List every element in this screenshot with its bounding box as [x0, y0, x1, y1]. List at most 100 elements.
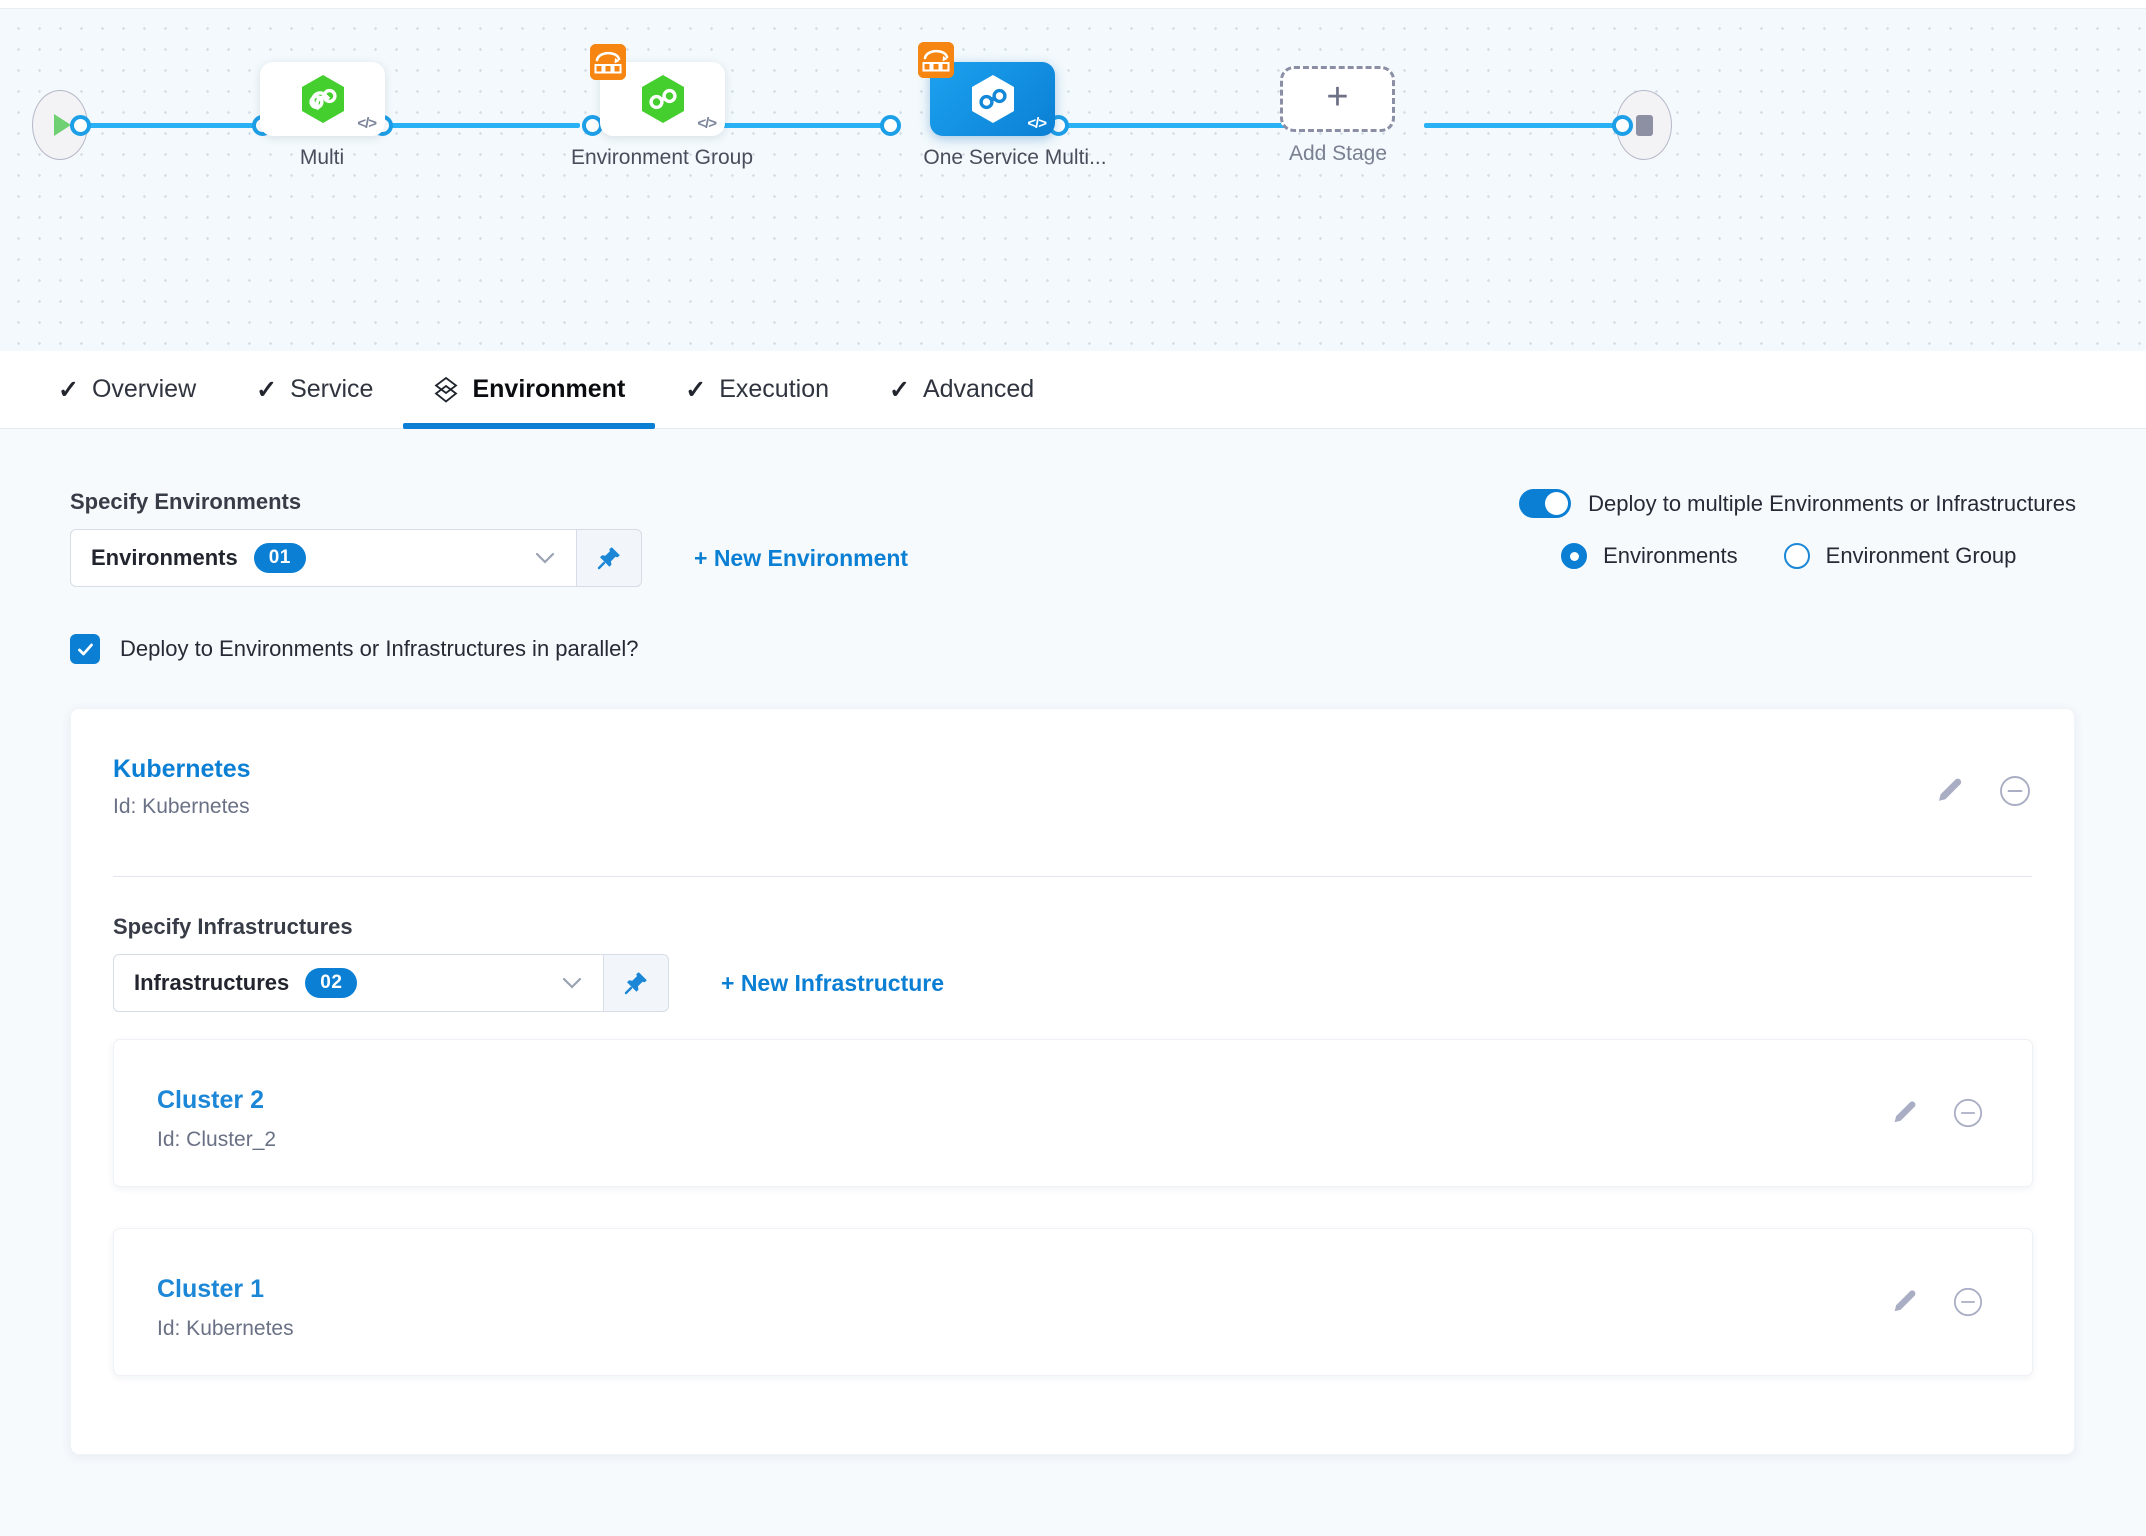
layers-icon	[434, 376, 458, 403]
pencil-icon[interactable]	[1889, 1098, 1919, 1128]
radio-environment-group[interactable]	[1783, 543, 1810, 569]
top-window-strip	[0, 0, 2146, 9]
infrastructure-id-text: Id: Cluster_2	[157, 1128, 277, 1151]
port-dot	[70, 115, 91, 136]
deploy-multiple-toggle-row[interactable]: Deploy to multiple Environments or Infra…	[1519, 489, 2076, 518]
tab-label: Execution	[719, 375, 830, 403]
environment-type-radio-group[interactable]: Environments Environment Group	[1519, 543, 2076, 569]
port-dot	[1612, 115, 1633, 136]
stop-icon	[1635, 114, 1653, 136]
environment-id-text: Id: Kubernetes	[113, 795, 250, 818]
check-icon: ✓	[685, 375, 707, 404]
environment-panel: Specify Environments Environments 01 + N…	[0, 429, 2146, 1536]
card-divider	[113, 876, 2032, 877]
specify-environments-label: Specify Environments	[70, 489, 302, 514]
tab-label: Environment	[472, 375, 626, 403]
pipeline-canvas[interactable]: </> Multi </> Environment Group	[0, 10, 2146, 351]
stage-tab-bar[interactable]: ✓ Overview ✓ Service Environment ✓ Execu…	[0, 351, 2146, 429]
environment-card: Kubernetes Id: Kubernetes Specify Infras…	[70, 708, 2075, 1455]
tab-advanced[interactable]: ✓ Advanced	[859, 351, 1064, 428]
radio-environments[interactable]	[1561, 543, 1588, 569]
pin-icon	[597, 547, 620, 570]
code-icon[interactable]: </>	[357, 115, 377, 132]
infrastructure-name-link[interactable]: Cluster 2	[157, 1086, 264, 1114]
stage-node-environment-group[interactable]: </>	[590, 44, 725, 136]
environments-select[interactable]: Environments 01	[70, 529, 576, 587]
pin-environments-button[interactable]	[576, 529, 642, 587]
deployment-hexagon-icon	[971, 75, 1014, 123]
radio-environment-group-label: Environment Group	[1825, 543, 2017, 568]
code-icon[interactable]: </>	[1027, 115, 1047, 132]
stage-label-one-service-multi: One Service Multi...	[923, 146, 1107, 169]
tab-service[interactable]: ✓ Service	[226, 351, 403, 428]
circle-minus-icon[interactable]	[1998, 774, 2032, 808]
connector-line	[694, 123, 889, 128]
stage-node-multi[interactable]: </>	[260, 62, 385, 136]
check-icon: ✓	[889, 375, 910, 404]
infrastructures-count-badge: 02	[305, 968, 358, 998]
environments-select-group[interactable]: Environments 01 + New Environment	[70, 529, 2076, 587]
pencil-icon[interactable]	[1889, 1287, 1919, 1317]
infrastructures-select[interactable]: Infrastructures 02	[113, 954, 603, 1012]
parallel-deploy-row[interactable]: Deploy to Environments or Infrastructure…	[70, 634, 638, 664]
environments-count-badge: 01	[253, 543, 306, 573]
play-icon	[54, 114, 71, 136]
chevron-down-icon	[535, 552, 555, 564]
environment-card-actions	[1933, 774, 2032, 808]
tab-label: Service	[290, 375, 374, 403]
infrastructure-card: Cluster 1 Id: Kubernetes	[113, 1228, 2033, 1376]
add-stage-button[interactable]: +	[1280, 66, 1395, 132]
tab-overview[interactable]: ✓ Overview	[28, 351, 226, 428]
stage-label-environment-group: Environment Group	[570, 146, 754, 169]
deploy-multiple-toggle[interactable]	[1519, 489, 1572, 518]
deploy-multiple-label: Deploy to multiple Environments or Infra…	[1588, 490, 2076, 516]
add-stage-label: Add Stage	[1288, 142, 1388, 165]
tab-label: Advanced	[922, 375, 1035, 403]
pin-infrastructures-button[interactable]	[603, 954, 669, 1012]
connector-line	[1000, 123, 1290, 128]
new-environment-link[interactable]: + New Environment	[694, 544, 909, 571]
port-dot	[880, 115, 901, 136]
specify-infrastructures-label: Specify Infrastructures	[113, 914, 353, 939]
connector-line	[380, 123, 580, 128]
infrastructure-id-text: Id: Kubernetes	[157, 1317, 294, 1340]
parallel-deploy-checkbox[interactable]	[70, 634, 100, 664]
check-icon	[77, 643, 93, 655]
circle-minus-icon[interactable]	[1952, 1286, 1984, 1318]
environment-card-header: Kubernetes Id: Kubernetes	[113, 755, 251, 819]
connector-line	[78, 123, 268, 128]
check-icon: ✓	[58, 375, 79, 404]
infrastructures-select-group[interactable]: Infrastructures 02 + New Infrastructure	[113, 954, 944, 1012]
deployment-hexagon-icon	[641, 75, 684, 123]
new-infrastructure-link[interactable]: + New Infrastructure	[721, 969, 945, 996]
infrastructure-card: Cluster 2 Id: Cluster_2	[113, 1039, 2033, 1187]
pipeline-end-node[interactable]	[1616, 90, 1672, 160]
tab-execution[interactable]: ✓ Execution	[655, 351, 859, 428]
matrix-deployment-icon	[918, 42, 954, 78]
environments-select-value: Environments	[91, 545, 238, 570]
plus-icon: +	[1326, 76, 1349, 118]
infrastructure-card-actions	[1889, 1286, 1984, 1318]
stage-node-one-service-multi[interactable]: </>	[918, 42, 1055, 136]
connector-line	[1424, 123, 1624, 128]
check-icon: ✓	[256, 375, 278, 404]
parallel-deploy-label: Deploy to Environments or Infrastructure…	[120, 636, 639, 661]
specify-environments-row: Specify Environments Environments 01 + N…	[70, 489, 2076, 609]
environment-name-link[interactable]: Kubernetes	[113, 755, 251, 783]
infrastructure-name-link[interactable]: Cluster 1	[157, 1275, 264, 1303]
tab-label: Overview	[91, 375, 197, 403]
matrix-deployment-icon	[590, 44, 626, 80]
infrastructure-card-actions	[1889, 1097, 1984, 1129]
toggle-knob	[1545, 492, 1569, 515]
circle-minus-icon[interactable]	[1952, 1097, 1984, 1129]
tab-environment[interactable]: Environment	[403, 351, 656, 429]
pencil-icon[interactable]	[1933, 775, 1965, 807]
chevron-down-icon	[562, 977, 582, 989]
deploy-multiple-controls: Deploy to multiple Environments or Infra…	[1519, 489, 2076, 569]
code-icon[interactable]: </>	[697, 115, 717, 132]
specify-infrastructures-row: Specify Infrastructures Infrastructures …	[113, 914, 944, 1012]
deployment-hexagon-icon	[301, 75, 344, 123]
infrastructures-select-value: Infrastructures	[134, 970, 290, 995]
radio-environments-label: Environments	[1603, 543, 1738, 568]
pin-icon	[624, 972, 647, 995]
